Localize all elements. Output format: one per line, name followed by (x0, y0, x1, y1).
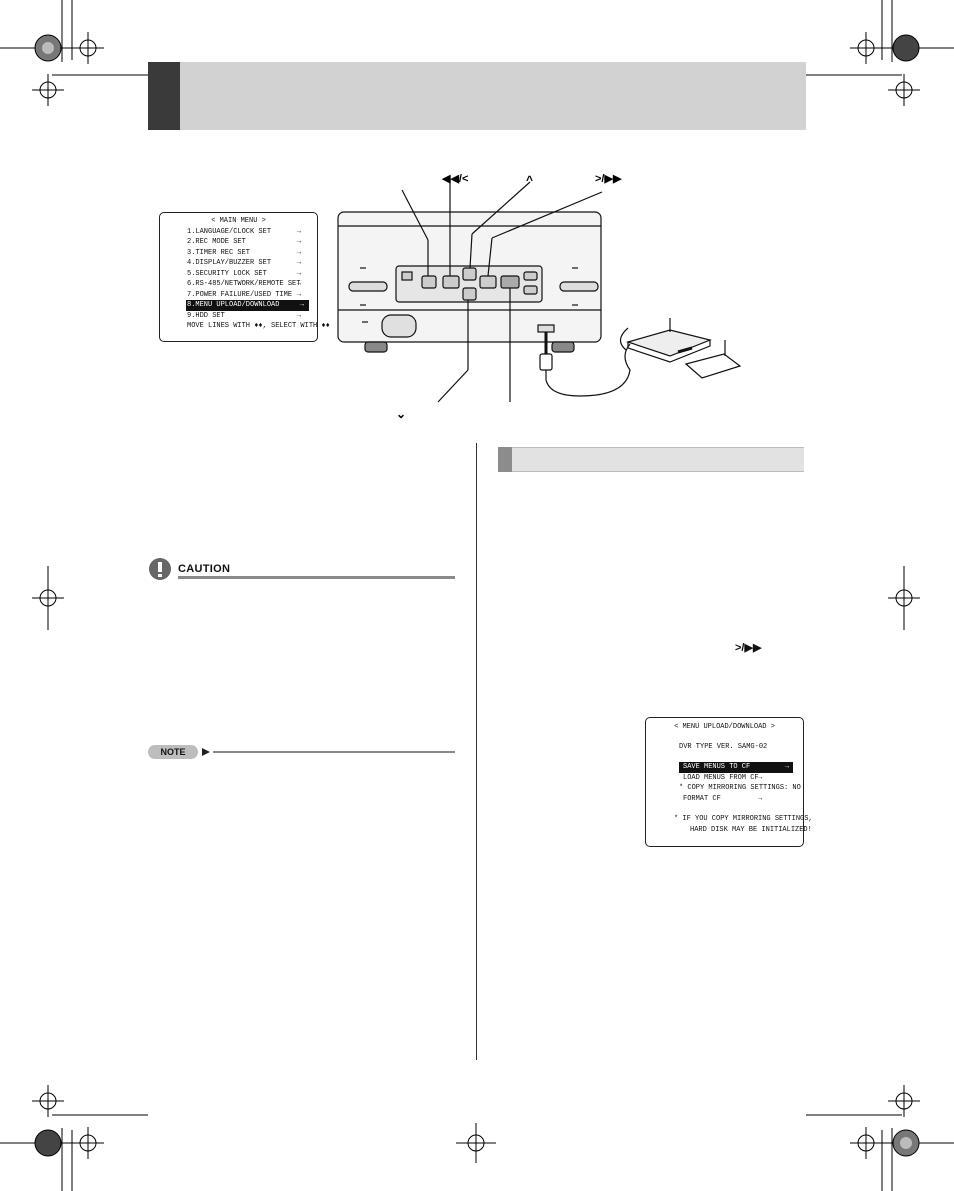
main-menu-item-label: 9.HDD SET (187, 311, 225, 320)
warning-line-1: * IF YOU COPY MIRRORING SETTINGS, (674, 815, 813, 823)
section-heading-tab (498, 447, 512, 472)
main-menu-item-arrow: → (296, 227, 301, 236)
main-menu-item[interactable]: 2.REC MODE SET → (160, 237, 317, 248)
main-menu-item-arrow: → (296, 290, 301, 299)
column-divider (476, 443, 477, 1060)
menu-upload-download-screen: < MENU UPLOAD/DOWNLOAD > DVR TYPE VER. S… (645, 717, 813, 847)
main-menu-item-label: 6.RS-485/NETWORK/REMOTE SET (187, 280, 301, 288)
dvr-device-illustration: ◀◀/< ^ >/▶▶ ⌄ (337, 173, 742, 421)
warning-line-2: HARD DISK MAY BE INITIALIZED! (690, 825, 812, 834)
main-menu-item-arrow: → (296, 238, 301, 246)
sub-menu-title: < MENU UPLOAD/DOWNLOAD > (674, 723, 775, 731)
caution-icon (149, 558, 171, 580)
caution-rule (178, 576, 455, 579)
main-menu-item[interactable]: 5.SECURITY LOCK SET → (160, 269, 317, 280)
save-menus-to-cf-option[interactable]: SAVE MENUS TO CF → (679, 762, 793, 773)
copy-mirroring-settings-option[interactable]: * COPY MIRRORING SETTINGS: NO (679, 784, 801, 792)
header-tab (148, 62, 180, 130)
main-menu-item[interactable]: 1.LANGUAGE/CLOCK SET → (160, 227, 317, 238)
note-label: NOTE (148, 745, 198, 759)
main-menu-footer: MOVE LINES WITH ♦♦, SELECT WITH ♦♦ (187, 322, 330, 330)
load-menus-arrow: → (758, 773, 763, 782)
load-menus-label: LOAD MENUS FROM CF (683, 773, 759, 782)
main-menu-item-label: 5.SECURITY LOCK SET (187, 269, 267, 278)
main-menu-title: < MAIN MENU > (211, 217, 266, 225)
main-menu-item-label: 1.LANGUAGE/CLOCK SET (187, 227, 272, 236)
main-menu-item[interactable]: 7.POWER FAILURE/USED TIME→ (160, 290, 317, 301)
format-cf-option[interactable]: FORMAT CF → (646, 794, 803, 805)
main-menu-item-label: 3.TIMER REC SET (187, 248, 251, 257)
up-label: ^ (526, 173, 533, 187)
right-ff-label: >/▶▶ (595, 173, 622, 185)
main-menu-item[interactable]: 4.DISPLAY/BUZZER SET → (160, 258, 317, 269)
main-menu-item[interactable]: 6.RS-485/NETWORK/REMOTE SET→ (160, 279, 317, 290)
main-menu-item-arrow: → (296, 311, 301, 320)
main-menu-item[interactable]: 3.TIMER REC SET → (160, 248, 317, 259)
save-menus-label: SAVE MENUS TO CF (683, 763, 751, 771)
main-menu-item[interactable]: 8.MENU UPLOAD/DOWNLOAD → (186, 300, 309, 311)
main-menu-item-label: 7.POWER FAILURE/USED TIME (187, 290, 293, 299)
main-menu-item-label: 2.REC MODE SET (187, 238, 246, 246)
main-menu-item[interactable]: 9.HDD SET → (160, 311, 317, 322)
main-menu-item-arrow: → (296, 259, 301, 267)
header-band (148, 62, 806, 130)
main-menu-item-label: 4.DISPLAY/BUZZER SET (187, 259, 272, 267)
main-menu-item-arrow: → (296, 280, 301, 288)
caution-label: CAUTION (178, 563, 231, 575)
down-label: ⌄ (396, 407, 406, 421)
note-rule (213, 751, 455, 753)
note-pointer-icon (202, 748, 210, 756)
main-menu-item-arrow: → (296, 248, 301, 257)
main-menu-items: 1.LANGUAGE/CLOCK SET→2.REC MODE SET→3.TI… (160, 227, 317, 322)
main-menu-item-arrow: → (296, 269, 301, 278)
step-button-label: >/▶▶ (735, 642, 762, 654)
save-menus-arrow: → (784, 763, 789, 771)
main-menu-item-arrow: → (299, 301, 304, 309)
dvr-type-version: DVR TYPE VER. SAMG-02 (679, 742, 768, 751)
section-heading-bar (498, 447, 804, 472)
load-menus-from-cf-option[interactable]: LOAD MENUS FROM CF → (646, 773, 803, 784)
main-menu-screen: < MAIN MENU > 1.LANGUAGE/CLOCK SET→2.REC… (159, 212, 330, 342)
rewind-left-label: ◀◀/< (441, 173, 468, 185)
format-cf-label: FORMAT CF (683, 794, 721, 803)
format-cf-arrow: → (758, 794, 763, 803)
main-menu-item-label: 8.MENU UPLOAD/DOWNLOAD (187, 301, 280, 309)
